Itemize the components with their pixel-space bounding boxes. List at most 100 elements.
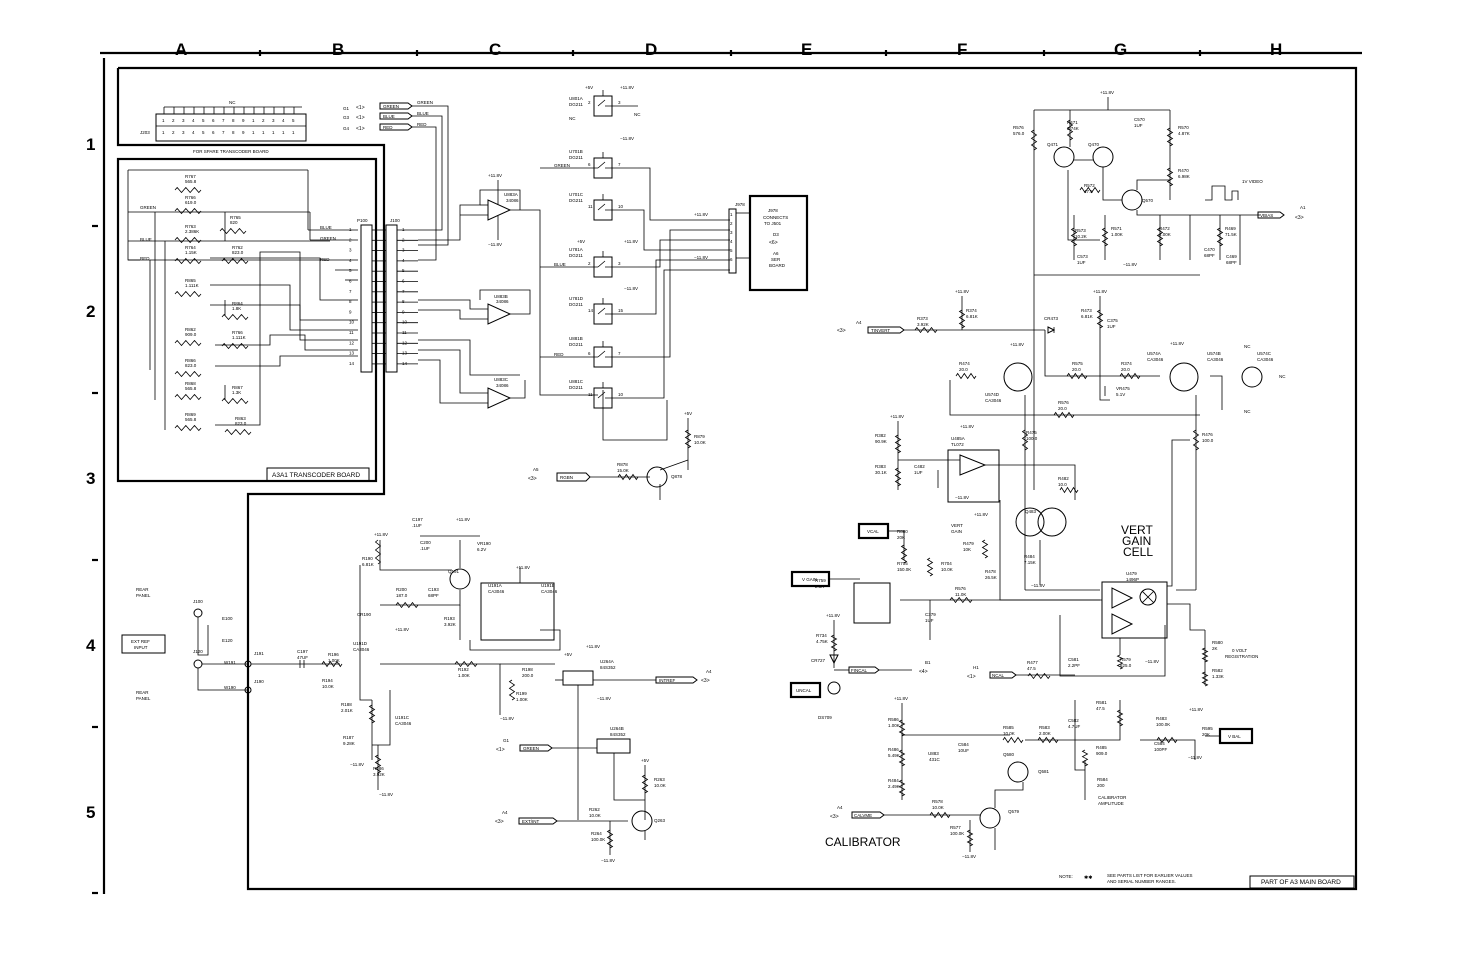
component-ref: R576 xyxy=(1013,125,1024,130)
svg-text:U701C: U701C xyxy=(569,192,584,197)
resistor-ref: R765 xyxy=(230,215,241,220)
svg-text:−11.8V: −11.8V xyxy=(350,762,364,767)
j100-pin-num: 1 xyxy=(402,227,405,232)
j203-pin-top: 7 xyxy=(222,118,225,123)
svg-text:A5: A5 xyxy=(533,467,539,472)
component-ref: R474 xyxy=(959,361,970,366)
svg-text:G4: G4 xyxy=(343,126,350,131)
svg-text:U574A: U574A xyxy=(1147,351,1161,356)
component-ref: R484 xyxy=(888,778,899,783)
svg-text:CA3046: CA3046 xyxy=(353,647,370,652)
svg-text:Q878: Q878 xyxy=(671,474,683,479)
svg-text:GREEN: GREEN xyxy=(523,746,539,751)
component-value: .1UF xyxy=(412,523,422,528)
note-block: NOTE: ✱✱ SEE PARTS LIST FOR EARLIER VALU… xyxy=(1059,873,1192,884)
svg-text:<3>: <3> xyxy=(528,476,537,482)
svg-text:−11.8V: −11.8V xyxy=(1188,755,1202,760)
svg-text:+11.8V: +11.8V xyxy=(960,424,974,429)
component-ref: R188 xyxy=(341,702,352,707)
svg-text:<6>: <6> xyxy=(769,240,778,246)
j203-pin-bottom: 2 xyxy=(172,130,175,135)
component-ref: R382 xyxy=(875,433,886,438)
svg-text:+5V: +5V xyxy=(577,239,585,244)
j100-pin-num: 7 xyxy=(402,289,405,294)
component-ref: VR190 xyxy=(477,541,491,546)
svg-text:RGBN: RGBN xyxy=(560,475,573,480)
svg-text:<3>: <3> xyxy=(1295,215,1304,221)
component-value: 10.2K xyxy=(1075,234,1087,239)
p100-pin-num: 10 xyxy=(349,320,355,325)
resistor-symbol xyxy=(1002,736,1024,744)
resistor-symbol xyxy=(1059,486,1079,494)
svg-text:−11.8V: −11.8V xyxy=(624,286,638,291)
svg-text:431C: 431C xyxy=(929,757,941,762)
component-value: 2K xyxy=(1212,646,1218,651)
component-ref: C582 xyxy=(1068,718,1079,723)
svg-text:TINVERT: TINVERT xyxy=(871,328,890,333)
component-ref: Q470 xyxy=(1088,142,1100,147)
component-value: 150.0K xyxy=(897,567,911,572)
svg-text:AMPLITUDE: AMPLITUDE xyxy=(1098,801,1124,806)
u264-switch: +5V +11.8V −11.8V U264A 84S352 U264B 84S… xyxy=(495,644,712,863)
component-value: 11.0K xyxy=(955,592,966,597)
switch-pin-in: 2 xyxy=(588,100,591,105)
component-value: 100.0 xyxy=(1202,438,1214,443)
svg-text:NC: NC xyxy=(229,100,236,105)
resistor-symbol xyxy=(224,428,252,436)
svg-text:NC: NC xyxy=(634,112,641,117)
svg-text:FINCAL: FINCAL xyxy=(851,668,868,673)
cal-inputs: VCAL V GAIN UNCAL +11.8V B1 <4> FINCAL H… xyxy=(789,522,1075,699)
svg-text:<3>: <3> xyxy=(495,819,504,825)
component-value: 2.2PF xyxy=(1068,663,1080,668)
row-label-1: 1 xyxy=(86,135,95,154)
component-value: 20K xyxy=(897,535,905,540)
switch-pin-out: 3 xyxy=(618,100,621,105)
resistor-value: 1.15K xyxy=(185,250,197,255)
svg-text:+11.8V: +11.8V xyxy=(1010,342,1024,347)
rgb-inputs: G1 <1> G3 <1> G4 <1> GREEN BLUE RED GREE… xyxy=(343,100,449,261)
switch-contact xyxy=(597,307,606,315)
component-ref: R578 xyxy=(932,799,943,804)
svg-text:NCAL: NCAL xyxy=(992,673,1005,678)
svg-text:BLUE: BLUE xyxy=(554,262,566,267)
component-ref: R582 xyxy=(1212,668,1223,673)
component-value: 1UF xyxy=(1077,260,1086,265)
component-ref: R199 xyxy=(516,691,527,696)
svg-text:TO J501: TO J501 xyxy=(764,221,782,226)
resistor-symbol xyxy=(617,473,639,481)
resistor-symbol xyxy=(1027,672,1051,680)
resistor-value: 909.0 xyxy=(185,332,197,337)
svg-text:SEE PARTS LIST FOR EARLIER VAL: SEE PARTS LIST FOR EARLIER VALUES xyxy=(1107,873,1192,878)
component-ref: R187 xyxy=(343,735,354,740)
svg-text:+11.8V: +11.8V xyxy=(955,289,969,294)
component-ref: R472 xyxy=(1159,226,1170,231)
j100-pin-num: 6 xyxy=(402,279,405,284)
svg-text:+5V: +5V xyxy=(585,85,593,90)
j203-pin-top: 2 xyxy=(262,118,265,123)
column-labels: A B C D E F G H xyxy=(175,40,1282,59)
component-ref: R198 xyxy=(522,667,533,672)
component-ref: VR475 xyxy=(1116,386,1130,391)
col-label-c: C xyxy=(489,40,501,59)
component-value: 2.01K xyxy=(341,708,353,713)
j100-pin-num: 3 xyxy=(402,248,405,253)
resistor-ref: R762 xyxy=(232,245,243,250)
svg-text:U485A: U485A xyxy=(951,436,965,441)
svg-text:CALVME: CALVME xyxy=(854,813,872,818)
svg-text:NC: NC xyxy=(1244,409,1251,414)
svg-text:10.0K: 10.0K xyxy=(694,440,706,445)
svg-text:U191C: U191C xyxy=(395,715,410,720)
component-ref: C375 xyxy=(1107,318,1118,323)
svg-text:U883B: U883B xyxy=(494,294,508,299)
resistor-symbol xyxy=(221,397,249,405)
transcoder-network: GREEN BLUE RED R767565.8R766619.0R765820… xyxy=(127,169,358,436)
svg-text:RED: RED xyxy=(140,256,150,261)
component-ref: C469 xyxy=(1226,254,1237,259)
component-value: 1UF xyxy=(914,470,923,475)
switch-pin-out: 7 xyxy=(618,351,621,356)
component-value: 3.92K xyxy=(444,622,456,627)
p100-pin-num: 4 xyxy=(349,258,352,263)
svg-text:CA3046: CA3046 xyxy=(395,721,412,726)
resistor-symbol xyxy=(1166,167,1174,187)
j203-pin-top: 3 xyxy=(182,118,185,123)
